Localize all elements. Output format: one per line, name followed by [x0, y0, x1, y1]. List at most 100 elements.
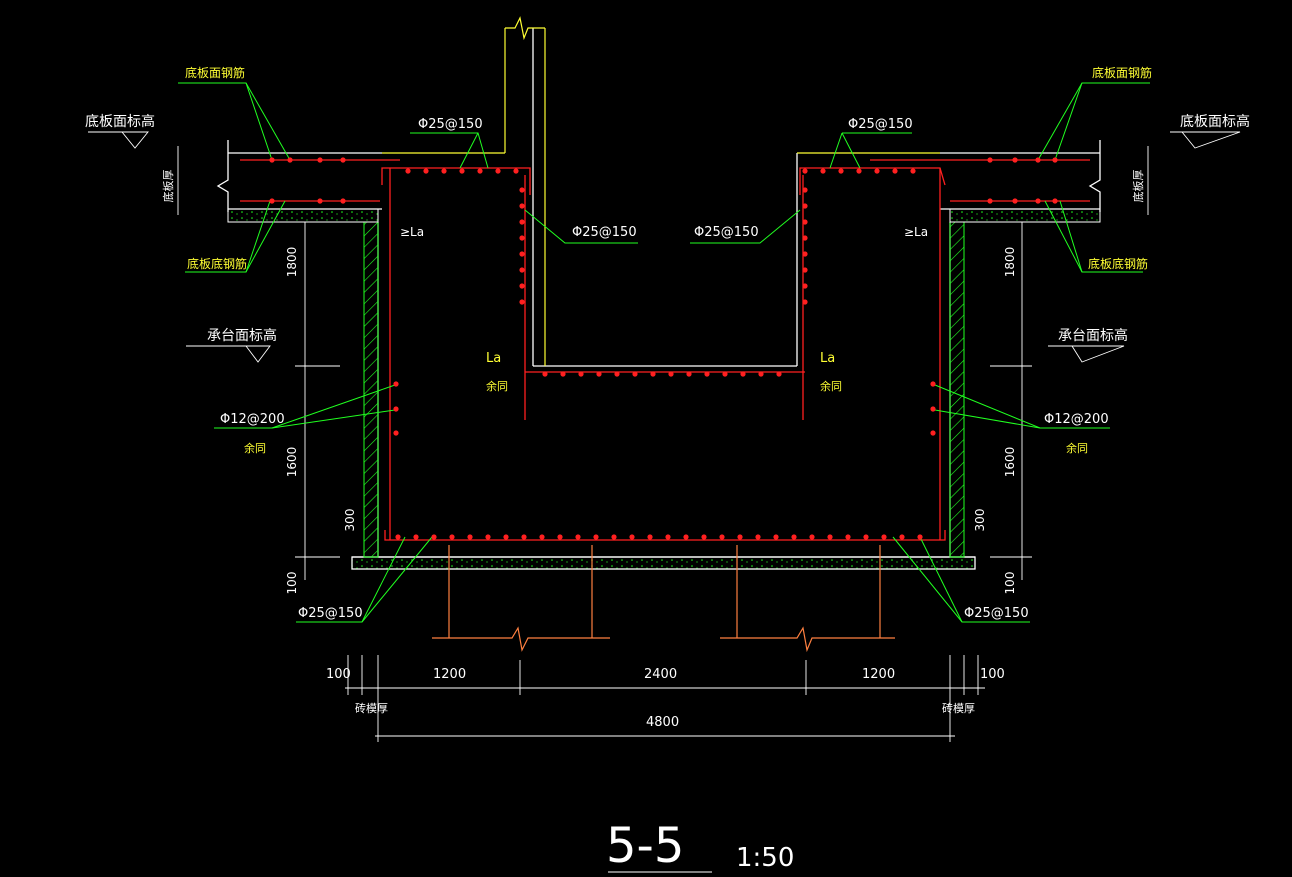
rebar-dot: [719, 534, 725, 540]
rebar-dot: [467, 534, 473, 540]
slab-thickness-label-left: 底板厚: [161, 170, 175, 203]
rebar-dot: [632, 371, 638, 377]
rebar-dot: [892, 168, 898, 174]
anchor-min-label-left: ≥La: [400, 225, 424, 239]
rebar-dot: [521, 534, 527, 540]
rebar-dot: [413, 534, 419, 540]
rebar-dot: [449, 534, 455, 540]
rebar-dot: [340, 198, 346, 204]
rebar-dot: [647, 534, 653, 540]
side-bar-label-left: Φ12@200: [220, 412, 285, 427]
column-outline: [382, 16, 940, 366]
rebar-dot: [519, 283, 525, 289]
rebar-label-top-left: Φ25@150: [418, 117, 483, 132]
rebar-dot: [665, 534, 671, 540]
section-scale: 1:50: [736, 843, 794, 873]
rebar-dot: [791, 534, 797, 540]
rebar-dot: [495, 168, 501, 174]
rebar-dot: [863, 534, 869, 540]
rebar-dot: [393, 381, 399, 387]
rebar-dot: [1052, 157, 1058, 163]
rebar-dot: [393, 406, 399, 412]
dim-upper-right: 1800: [1003, 247, 1017, 278]
rebar-label-column-left: Φ25@150: [572, 225, 637, 240]
piles: [432, 545, 895, 653]
rebar-dot: [838, 168, 844, 174]
rebar-dot: [737, 534, 743, 540]
rebar-dot: [802, 187, 808, 193]
brick-thickness-right: 砖模厚: [942, 701, 975, 715]
rebar-dot: [802, 267, 808, 273]
rebar-dot: [802, 299, 808, 305]
rebar-dot: [405, 168, 411, 174]
slab-bottom-bar-label-right: 底板底钢筋: [1088, 256, 1148, 271]
rebar-dot: [1012, 157, 1018, 163]
dim-edge-right: 100: [980, 667, 1005, 682]
rebar-dot: [596, 371, 602, 377]
dim-upper-left: 1800: [285, 247, 299, 278]
rebar-dot: [776, 371, 782, 377]
rebar-dot: [340, 157, 346, 163]
anchor-same-right: 余同: [820, 379, 842, 393]
labels: 底板面钢筋 底板面钢筋 底板底钢筋 底板底钢筋 底板面标高 底板面标高 承台面标…: [85, 65, 1250, 874]
rebar-dot: [1035, 157, 1041, 163]
rebar-dot: [668, 371, 674, 377]
slab-top-elev-label-right: 底板面标高: [1180, 113, 1250, 130]
rebar-dot: [802, 168, 808, 174]
rebar-dot: [820, 168, 826, 174]
dim-bottom-mid: 2400: [644, 667, 677, 682]
right-wall-hatch: [949, 221, 965, 558]
rebar-dot: [881, 534, 887, 540]
dim-100-right: 100: [1003, 572, 1017, 595]
rebar-dot: [802, 283, 808, 289]
rebar-dot: [650, 371, 656, 377]
rebar-dot: [519, 251, 525, 257]
rebar-dot: [987, 157, 993, 163]
rebar-dot: [930, 406, 936, 412]
rebar-dot: [519, 187, 525, 193]
rebar-dot: [317, 157, 323, 163]
anchor-min-label-right: ≥La: [904, 225, 928, 239]
rebar-dot: [874, 168, 880, 174]
rebar-dot: [611, 534, 617, 540]
rebar-dot: [899, 534, 905, 540]
rebar-label-top-right: Φ25@150: [848, 117, 913, 132]
rebar-dot: [519, 203, 525, 209]
rebar-dot: [704, 371, 710, 377]
anchor-label-left: La: [486, 351, 501, 366]
rebar-dot: [910, 168, 916, 174]
dim-300-right: 300: [973, 509, 987, 532]
rebar-label-bottom-left: Φ25@150: [298, 606, 363, 621]
rebar-dot: [519, 267, 525, 273]
rebar-dot: [930, 381, 936, 387]
rebar-dot: [827, 534, 833, 540]
rebar-dot: [773, 534, 779, 540]
rebar-dot: [802, 203, 808, 209]
rebar-dot: [519, 235, 525, 241]
side-bar-same-left: 余同: [244, 441, 266, 455]
section-title: 5-5: [606, 818, 684, 874]
left-slab-bedding: [227, 208, 379, 223]
rebar-dot: [269, 198, 275, 204]
rebar-dot: [539, 534, 545, 540]
rebar-dot: [802, 235, 808, 241]
rebar-dot: [755, 534, 761, 540]
rebar-dot: [395, 534, 401, 540]
dim-100-left: 100: [285, 572, 299, 595]
leader-lines: [178, 82, 1150, 623]
rebar-dot: [578, 371, 584, 377]
rebar-dot: [987, 198, 993, 204]
rebar-dot: [856, 168, 862, 174]
slab-top-bar-label-left: 底板面钢筋: [185, 65, 245, 80]
rebar-dot: [560, 371, 566, 377]
rebar-dot: [686, 371, 692, 377]
slab-thickness-label-right: 底板厚: [1131, 170, 1145, 203]
dim-bottom-right: 1200: [862, 667, 895, 682]
dim-lower-left: 1600: [285, 447, 299, 478]
side-bar-same-right: 余同: [1066, 441, 1088, 455]
slab-top-bar-label-right: 底板面钢筋: [1092, 65, 1152, 80]
rebar-dot: [287, 157, 293, 163]
rebar-dot: [917, 534, 923, 540]
rebar-dot: [845, 534, 851, 540]
anchor-label-right: La: [820, 351, 835, 366]
